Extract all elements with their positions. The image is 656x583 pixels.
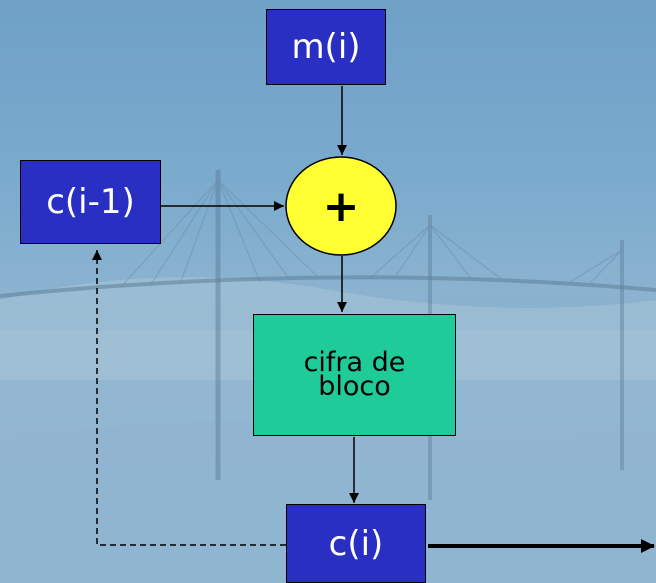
m-block-label: m(i) (291, 27, 361, 67)
c-prev-block-label: c(i-1) (46, 182, 135, 222)
m-block: m(i) (266, 9, 386, 85)
c-prev-block: c(i-1) (20, 160, 161, 244)
feedback-dashed-arrow (92, 250, 286, 546)
cipher-block-label: cifra de bloco (303, 347, 406, 402)
cipher-block: cifra de bloco (253, 314, 456, 436)
c-block: c(i) (286, 504, 426, 583)
xor-symbol: + (323, 181, 360, 232)
xor-circle (285, 156, 397, 256)
c-block-label: c(i) (328, 523, 384, 564)
